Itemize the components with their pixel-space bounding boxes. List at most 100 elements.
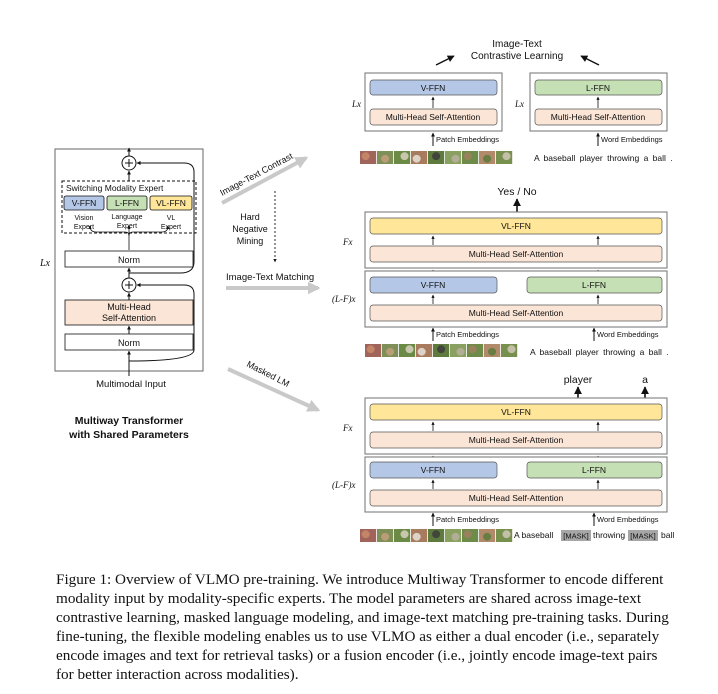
language-ffn-label: L-FFN [582,280,606,290]
itc-title: Contrastive Learning [471,51,563,62]
figure-caption: Figure 1: Overview of VLMO pre-training.… [56,570,696,684]
image-patch-strip [360,529,513,542]
itm-output-label: Yes / No [497,186,536,198]
mlm-label: Masked LM [245,359,291,389]
language-expert-label: L-FFN [115,198,139,208]
vision-expert-caption: Vision [75,215,94,222]
repeat-label: Lx [514,99,524,109]
image-patch-icon [463,152,472,161]
language-expert-caption: Language [111,214,142,221]
repeat-label: Lx [39,258,51,269]
vision-ffn-label: V-FFN [421,83,446,93]
hnm-label: Mining [237,236,264,246]
panel-title: Multiway Transformer [75,415,184,427]
vision-attn-box [369,108,498,126]
image-patch-strip [360,151,513,164]
vl-ffn-box [369,217,663,235]
attn-box [369,489,663,507]
caption-line: fine-tuning, the flexible modeling enabl… [56,628,660,645]
caption-line: Figure 1: Overview of VLMO pre-training.… [56,571,664,588]
language-ffn-box [526,276,663,294]
vision-attn-label: Multi-Head Self-Attention [386,112,481,122]
repeat-label: (L-F)x [332,294,356,304]
itm-label: Image-Text Matching [226,272,314,283]
vision-ffn-label: V-FFN [421,465,446,475]
image-patch-icon [483,532,492,541]
repeat-label: (L-F)x [332,480,356,490]
attn-box [369,304,663,322]
norm-box [64,250,194,268]
word-embeddings-label: Word Embeddings [597,515,659,524]
patch-embeddings-label: Patch Embeddings [436,330,499,339]
image-patch-icon [412,154,421,163]
image-patch-icon [400,152,409,161]
image-patch-icon [451,154,460,163]
vl-expert-caption: Expert [161,224,181,231]
arrow-icon [128,225,170,237]
arrow-icon [580,55,600,66]
image-patch-icon [502,530,511,539]
image-patch-icon [468,345,477,354]
patch-embeddings-label: Patch Embeddings [436,135,499,144]
image-patch-icon [456,347,465,356]
caption-line: encode images and text for retrieval tas… [56,647,658,664]
residual-connection [128,283,195,362]
vl-expert-box [149,195,193,211]
image-patch-icon [361,152,370,161]
hnm-label: Negative [232,224,268,234]
add-circle-icon [125,281,133,289]
image-patch-icon [405,345,414,354]
vision-ffn-box [369,276,498,294]
vision-ffn-box [369,461,498,479]
norm-label: Norm [118,255,140,265]
contrastive-section: Image-Text Contrastive Learning Lx V-FFN… [351,39,673,164]
image-patch-icon [386,347,395,356]
vl-expert-label: VL-FFN [156,198,186,208]
image-patch-icon [488,347,497,356]
norm-label: Norm [118,338,140,348]
mask-token: [MASK] [563,532,588,541]
mask-token: [MASK] [630,532,655,541]
image-patch-icon [412,532,421,541]
attn-box [369,431,663,449]
image-patch-icon [432,530,441,539]
repeat-label: Lx [351,99,361,109]
image-patch-icon [463,530,472,539]
vl-ffn-box [369,403,663,421]
hnm-label: Hard [240,212,260,222]
caption-line: contrastive learning, masked language mo… [56,609,669,626]
matching-section: Yes / No Fx VL-FFN Multi-Head Self-Atten… [332,186,669,357]
attn-label: Multi-Head Self-Attention [469,249,564,259]
itc-title: Image-Text [492,39,542,50]
input-text: throwing [593,530,625,540]
mask-token-box [561,530,591,541]
mlm-section: player a Fx VL-FFN Multi-Head Self-Atten… [332,374,674,542]
itc-label: Image-Text Contrast [218,151,295,198]
language-attn-box [534,108,663,126]
attn-label: Multi-Head Self-Attention [469,493,564,503]
image-patch-icon [483,154,492,163]
caption-line: for better interaction across modalities… [56,666,299,683]
image-patch-icon [502,152,511,161]
image-patch-icon [451,532,460,541]
word-embeddings-label: Word Embeddings [601,135,663,144]
vision-ffn-label: V-FFN [421,280,446,290]
image-patch-icon [361,530,370,539]
multiway-transformer-panel: Lx Switching Modality Expert V-FFN L-FFN… [39,147,204,441]
repeat-label: Fx [342,237,353,247]
switching-expert-title: Switching Modality Expert [66,183,164,193]
residual-connection [129,161,195,274]
language-expert-box [106,195,148,211]
arrow-icon [435,55,455,66]
patch-embeddings-label: Patch Embeddings [436,515,499,524]
multimodal-input-label: Multimodal Input [96,379,166,390]
input-text: A baseball player throwing a ball . [534,153,673,163]
language-expert-caption: Expert [117,223,137,230]
vision-ffn-box [369,79,498,96]
vlmo-overview-figure: Lx Switching Modality Expert V-FFN L-FFN… [39,39,674,542]
language-ffn-label: L-FFN [586,83,610,93]
vision-expert-box [63,195,105,211]
vision-expert-caption: Expert [74,224,94,231]
language-ffn-box [526,461,663,479]
mask-token-box [628,530,658,541]
